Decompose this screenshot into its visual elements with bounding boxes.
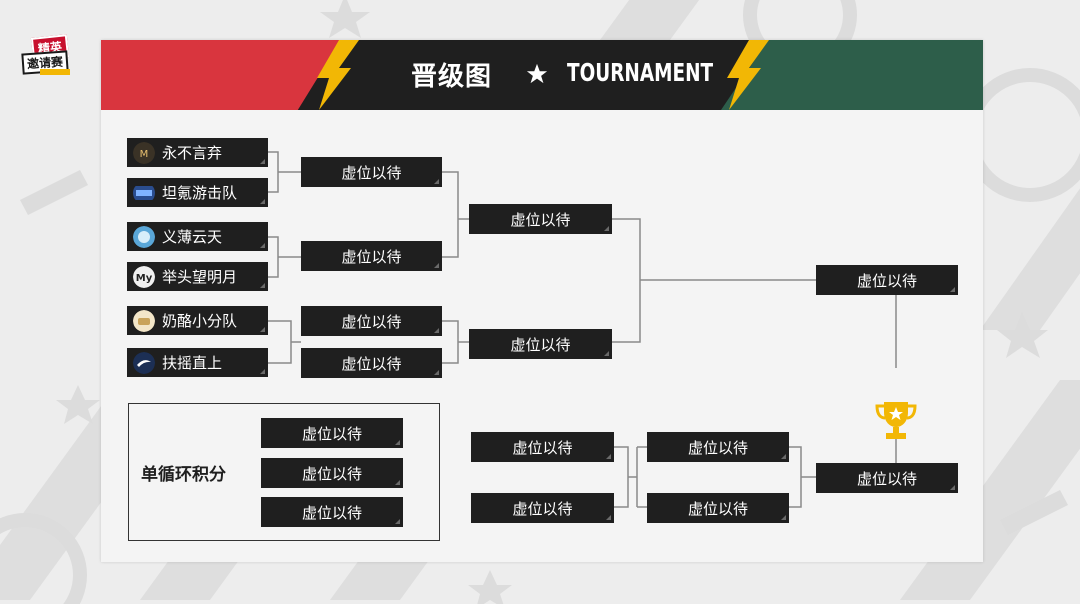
round-robin-slot[interactable]: 虚位以待 [261, 458, 403, 488]
fuyaozhishang-logo-icon [133, 351, 155, 374]
star-icon [526, 63, 548, 84]
event-logo-ribbon [40, 69, 70, 75]
bracket-slot[interactable]: 虚位以待 [471, 432, 614, 462]
team-slot[interactable]: 义薄云天 [127, 222, 268, 251]
team-name: 举头望明月 [162, 268, 238, 286]
jutouwangmingyue-logo-icon: My [133, 265, 155, 288]
bracket-slot[interactable]: 虚位以待 [469, 329, 612, 359]
bracket-slot[interactable]: 虚位以待 [471, 493, 614, 523]
team-slot[interactable]: 扶摇直上 [127, 348, 268, 377]
tankeyoujidui-logo-icon [133, 185, 155, 200]
bracket-card: 晋级图 TOURNAMENT [101, 40, 983, 562]
round-robin-slot[interactable]: 虚位以待 [261, 418, 403, 448]
page-title-english: TOURNAMENT [567, 58, 714, 87]
team-name: 奶酪小分队 [162, 312, 238, 330]
bracket-slot[interactable]: 虚位以待 [647, 432, 789, 462]
yiboyuntian-logo-icon [133, 225, 155, 248]
team-slot[interactable]: My 举头望明月 [127, 262, 268, 291]
svg-text:M: M [140, 149, 149, 160]
event-logo: 精英 邀请赛 [18, 34, 80, 78]
team-name: 义薄云天 [162, 228, 223, 246]
final-slot[interactable]: 虚位以待 [816, 463, 958, 493]
bracket-area: M 永不言弃 坦氪游击队 义薄云天 My 举头望明月 奶酪小分队 [101, 110, 983, 562]
team-slot[interactable]: 奶酪小分队 [127, 306, 268, 335]
yongbuyanqi-logo-icon: M [133, 141, 155, 164]
nailaoxiaofendui-logo-icon [133, 309, 155, 332]
lightning-bolt-icon [727, 40, 769, 110]
bracket-slot[interactable]: 虚位以待 [301, 306, 442, 336]
svg-text:My: My [136, 273, 153, 284]
header-banner: 晋级图 TOURNAMENT [101, 40, 983, 110]
bracket-slot[interactable]: 虚位以待 [301, 348, 442, 378]
bracket-slot[interactable]: 虚位以待 [647, 493, 789, 523]
team-slot[interactable]: 坦氪游击队 [127, 178, 268, 207]
round-robin-label: 单循环积分 [141, 465, 226, 485]
team-name: 坦氪游击队 [162, 184, 238, 202]
round-robin-slot[interactable]: 虚位以待 [261, 497, 403, 527]
team-name: 扶摇直上 [162, 354, 223, 372]
bracket-slot[interactable]: 虚位以待 [469, 204, 612, 234]
page-title: 晋级图 [411, 62, 493, 92]
bracket-slot[interactable]: 虚位以待 [301, 157, 442, 187]
bracket-slot[interactable]: 虚位以待 [301, 241, 442, 271]
bracket-connector-lines [268, 151, 897, 508]
team-slot[interactable]: M 永不言弃 [127, 138, 268, 167]
lightning-bolt-icon [317, 40, 359, 110]
header-green-segment [721, 40, 983, 110]
final-slot[interactable]: 虚位以待 [816, 265, 958, 295]
team-name: 永不言弃 [162, 144, 223, 162]
header-red-segment [101, 40, 341, 110]
trophy-icon [875, 402, 917, 439]
